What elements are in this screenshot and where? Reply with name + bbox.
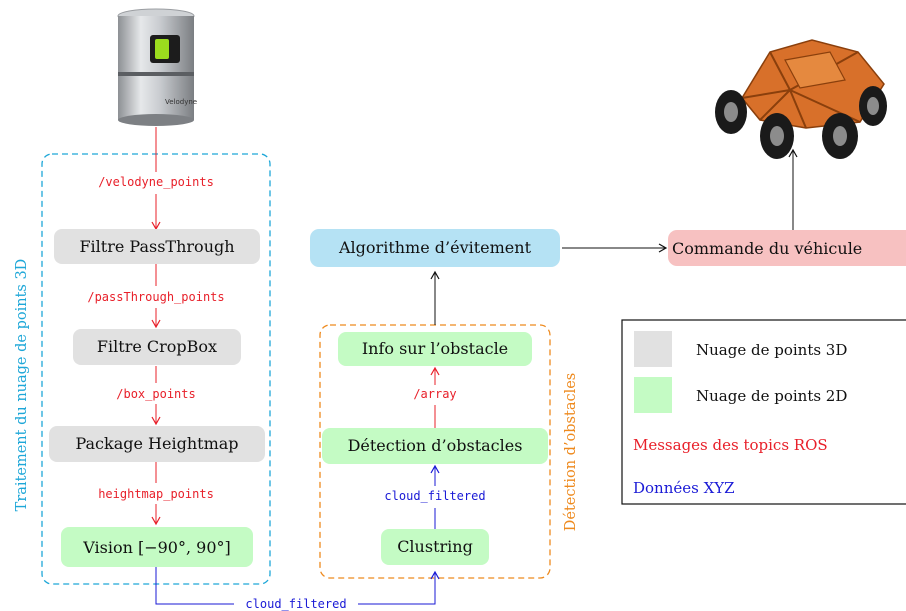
group-pointcloud-3d-label: Traitement du nuage de points 3D [14,259,30,512]
node-info: Info sur l’obstacle [338,332,532,366]
vehicle-image [715,39,887,159]
group-obstacles-label: Détection d’obstacles [563,373,579,531]
edge-box: /box_points [116,366,196,426]
node-clustering: Clustring [381,529,489,565]
edge-heightmap: heightmap_points [98,462,214,526]
edge-cloud-filtered-middle: cloud_filtered [384,464,486,529]
legend-green-label: Nuage de points 2D [696,387,847,405]
xyz-bottom-label: cloud_filtered [245,597,346,611]
edge-cloud-filtered-bottom: cloud_filtered [155,567,440,611]
node-info-label: Info sur l’obstacle [362,339,508,358]
node-vision: Vision [−90°, 90°] [61,527,253,567]
legend: Nuage de points 3D Nuage de points 2D Me… [621,319,906,505]
node-detection-label: Détection d’obstacles [348,436,523,455]
node-vision-label: Vision [−90°, 90°] [82,538,231,557]
legend-swatch-gray [634,331,672,367]
node-passthrough-label: Filtre PassThrough [79,237,234,256]
topic-box: /box_points [116,387,195,401]
xyz-middle-label: cloud_filtered [384,489,485,503]
topic-passthrough: /passThrough_points [87,290,224,304]
node-detection: Détection d’obstacles [322,428,548,464]
velodyne-sensor-image: Velodyne [117,8,197,126]
node-command: Commande du véhicule [668,230,906,266]
node-passthrough: Filtre PassThrough [54,229,260,264]
edge-array: /array [413,366,457,428]
legend-swatch-green [634,377,672,413]
sensor-brand-label: Velodyne [165,98,197,106]
edge-velodyne: /velodyne_points [98,127,214,231]
node-algorithm-label: Algorithme d’évitement [338,238,532,257]
legend-blue-label: Données XYZ [633,479,735,497]
node-heightmap: Package Heightmap [49,426,265,462]
topic-array: /array [413,387,456,401]
node-command-label: Commande du véhicule [672,239,862,258]
legend-red-label: Messages des topics ROS [633,436,828,454]
node-clustering-label: Clustring [397,537,473,556]
legend-gray-label: Nuage de points 3D [696,341,847,359]
edge-passthrough: /passThrough_points [87,264,225,329]
topic-heightmap: heightmap_points [98,487,214,501]
topic-velodyne: /velodyne_points [98,175,214,189]
node-algorithm: Algorithme d’évitement [310,229,560,267]
node-heightmap-label: Package Heightmap [75,434,238,453]
node-cropbox-label: Filtre CropBox [97,337,217,356]
node-cropbox: Filtre CropBox [73,329,241,365]
